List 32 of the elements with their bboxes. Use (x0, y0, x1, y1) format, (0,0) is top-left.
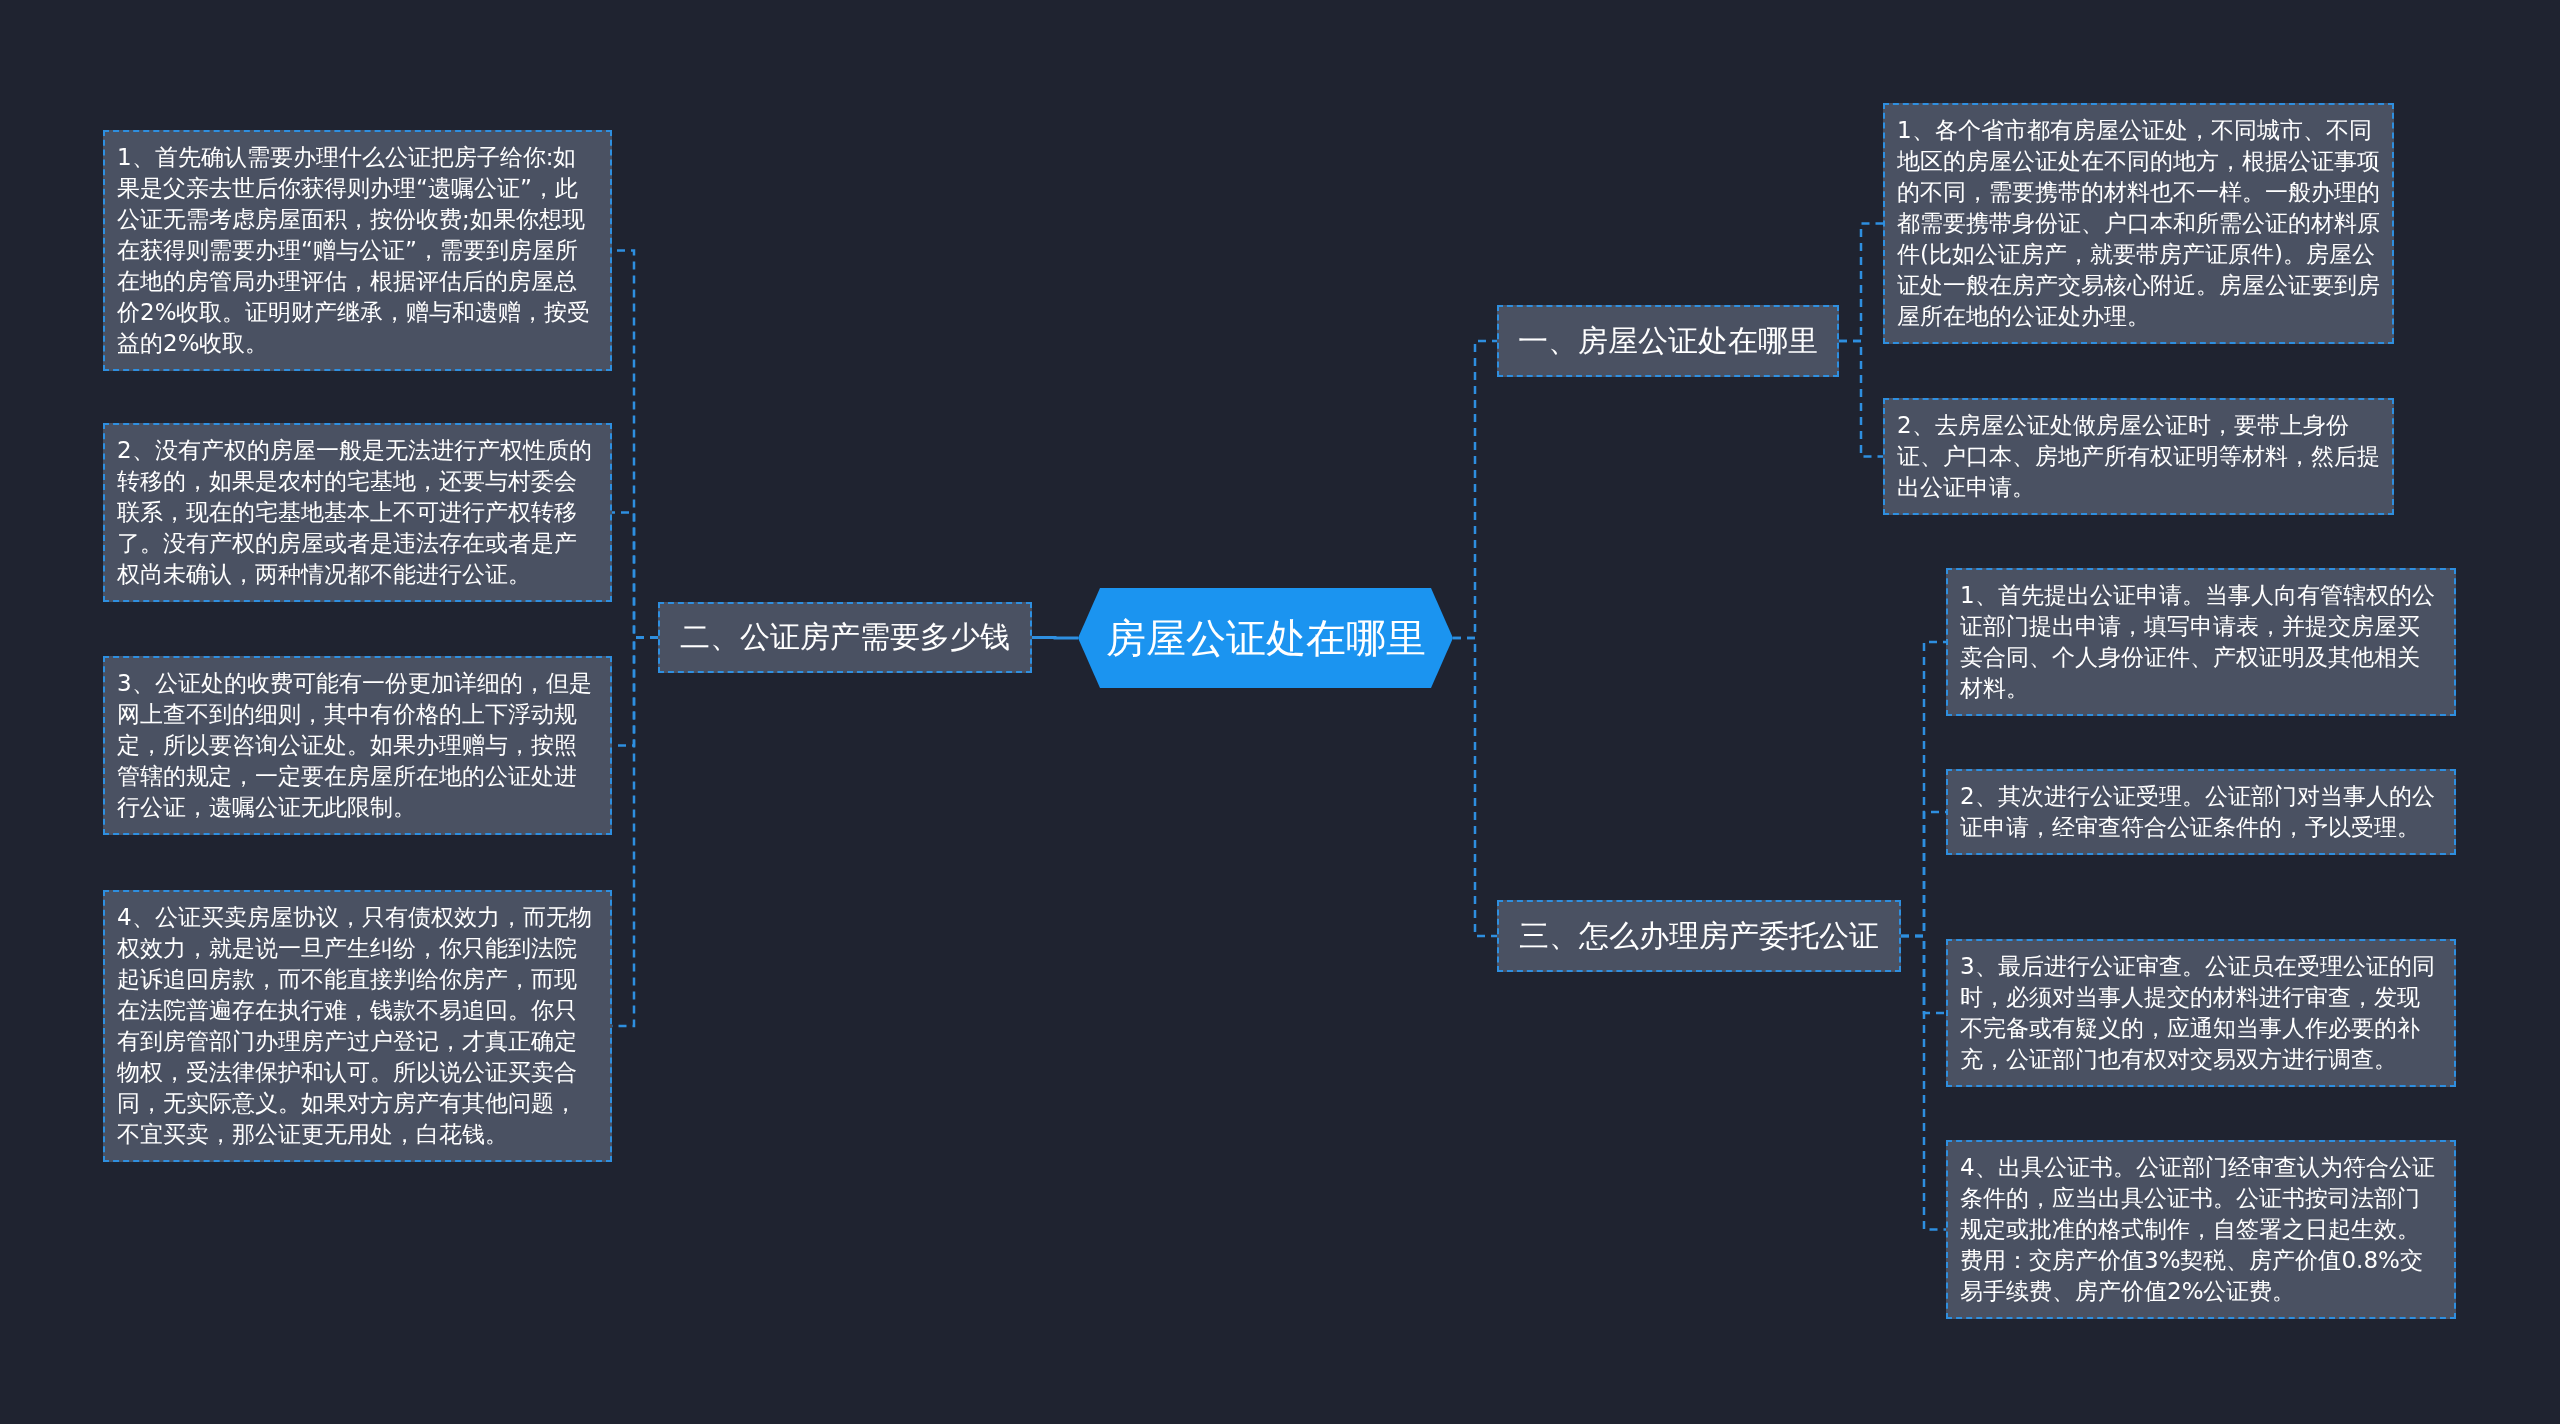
note-text: 1、首先提出公证申请。当事人向有管辖权的公证部门提出申请，填写申请表，并提交房屋买卖合同、个人身份证件、产权证明及其他相关材料。 (1960, 582, 2435, 701)
central-topic (1078, 588, 1453, 688)
topic-box (1497, 900, 1901, 972)
note-box (103, 890, 612, 1162)
connector (1032, 636, 1078, 640)
connector (1453, 636, 1497, 938)
note-text: 2、没有产权的房屋一般是无法进行产权性质的转移的，如果是农村的宅基地，还要与村委会联系，现在的宅基地基本上不可进行产权转移了。没有产权的房屋或者是违法存在或者是产权尚未确认，两种情况都不能进行公证。 (117, 437, 592, 587)
note-text: 2、去房屋公证处做房屋公证时，要带上身份证、户口本、房地产所有权证明等材料，然后提出公证申请。 (1897, 412, 2380, 500)
note-text: 4、出具公证书。公证部门经审查认为符合公证条件的，应当出具公证书。公证书按司法部门规定或批准的格式制作，自签署之日起生效。费用：交房产价值3%契税、房产价值0.8%交易手续费、房产价值2%公证费。 (1960, 1154, 2435, 1304)
topic-text: 三、怎么办理房产委托公证 (1519, 916, 1879, 955)
note-box (1946, 1140, 2456, 1319)
note-text: 3、公证处的收费可能有一份更加详细的，但是网上查不到的细则，其中有价格的上下浮动规定，所以要咨询公证处。如果办理赠与，按照管辖的规定，一定要在房屋所在地的公证处进行公证，遗嘱公证无此限制。 (117, 670, 592, 820)
note-text: 1、首先确认需要办理什么公证把房子给你:如果是父亲去世后你获得则办理“遗嘱公证”，此公证无需考虑房屋面积，按份收费;如果你想现在获得则需要办理“赠与公证”，需要到房屋所在地的房管局办理评估，根据评估后的房屋总价2%收取。证明财产继承，赠与和遗赠，按受益的2%收取。 (117, 144, 591, 356)
topic-box (1497, 305, 1839, 377)
connector (1839, 339, 1883, 458)
topic-text: 二、公证房产需要多少钱 (680, 618, 1010, 656)
note-box (1946, 939, 2456, 1087)
topic-text: 房屋公证处在哪里 (1105, 613, 1426, 663)
topic-box (658, 602, 1032, 673)
note-text: 1、各个省市都有房屋公证处，不同城市、不同地区的房屋公证处在不同的地方，根据公证事项的不同，需要携带的材料也不一样。一般办理的都需要携带身份证、户口本和所需公证的材料原件(比如公证房产，就要带房产证原件)。房屋公证处一般在房产交易核心附近。房屋公证要到房屋所在地的公证处办理。 (1897, 117, 2380, 329)
note-box (1946, 769, 2456, 855)
connector (1901, 934, 1946, 1231)
note-box (1946, 568, 2456, 716)
note-box (103, 423, 612, 602)
note-box (103, 656, 612, 835)
note-box (1883, 398, 2394, 515)
note-text: 4、公证买卖房屋协议，只有债权效力，而无物权效力，就是说一旦产生纠纷，你只能到法院起诉追回房款，而不能直接判给你房产，而现在法院普遍存在执行难，钱款不易追回。你只有到房管部门办理房产过户登记，才真正确定物权，受法律保护和认可。所以说公证买卖合同，无实际意义。如果对方房产有其他问题，不宜买卖，那公证更无用处，白花钱。 (117, 904, 592, 1147)
topic-text: 一、房屋公证处在哪里 (1518, 321, 1818, 360)
note-text: 3、最后进行公证审查。公证员在受理公证的同时，必须对当事人提交的材料进行审查，发现不完备或有疑义的，应通知当事人作必要的补充，公证部门也有权对交易双方进行调查。 (1960, 953, 2435, 1072)
note-box (103, 130, 612, 371)
note-text: 2、其次进行公证受理。公证部门对当事人的公证申请，经审查符合公证条件的，予以受理。 (1960, 783, 2435, 840)
note-box (1883, 103, 2394, 344)
